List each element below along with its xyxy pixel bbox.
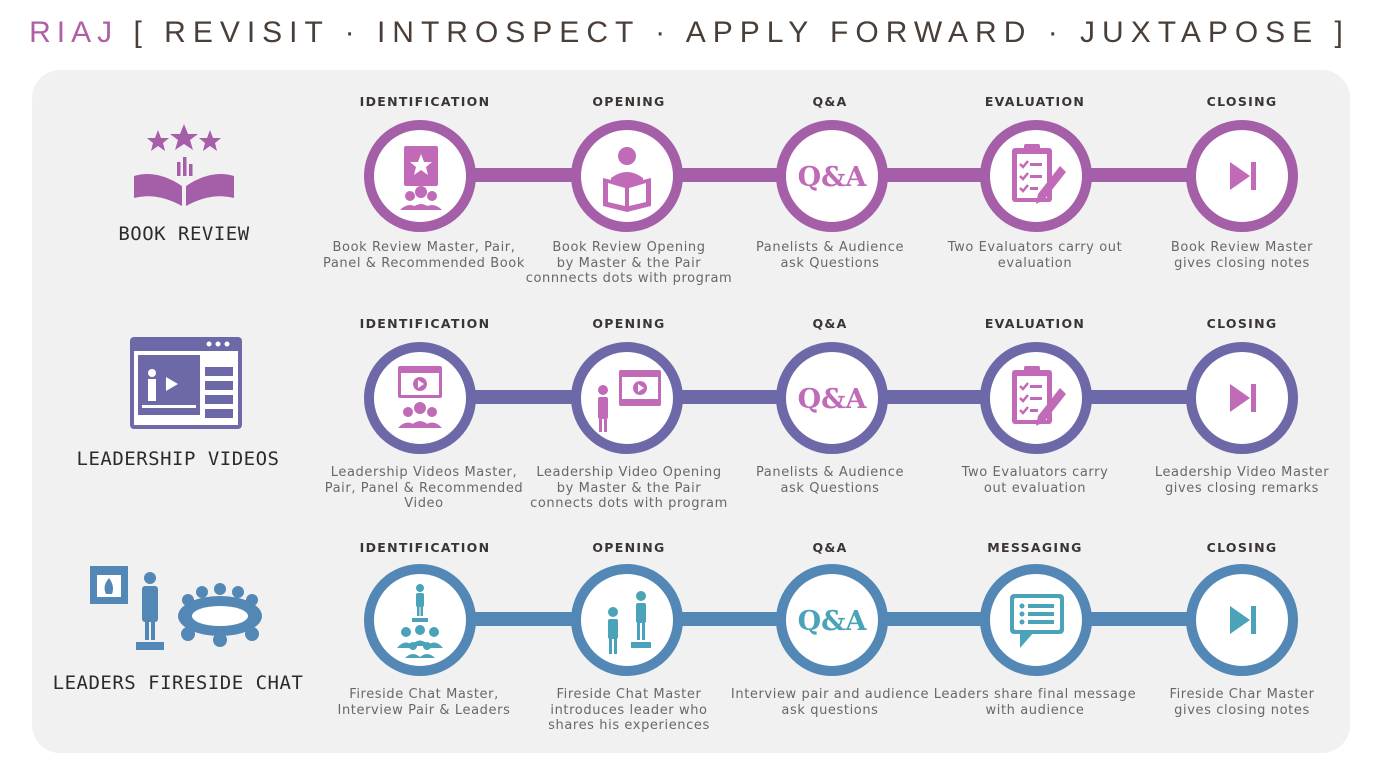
step-head: CLOSING bbox=[1206, 94, 1278, 109]
step-description: Two Evaluators carry out evaluation bbox=[961, 465, 1109, 496]
step-head: Q&A bbox=[812, 316, 848, 331]
step-circle: Q&A bbox=[776, 564, 888, 676]
step-description: Interview pair and audience ask question… bbox=[730, 687, 930, 718]
step-head: OPENING bbox=[592, 94, 666, 109]
step-circle bbox=[980, 342, 1092, 454]
skip-forward-icon bbox=[1230, 606, 1256, 634]
book-audience-icon bbox=[400, 146, 442, 210]
step-description: Panelists & Audience ask Questions bbox=[755, 465, 905, 496]
brand-title: RIAJ bbox=[29, 16, 119, 49]
step-head: EVALUATION bbox=[984, 94, 1086, 109]
speaker-audience-icon bbox=[397, 584, 443, 658]
step-circle bbox=[364, 120, 476, 232]
step-circle bbox=[1186, 120, 1298, 232]
qa-icon: Q&A bbox=[798, 606, 868, 637]
clipboard-pencil-icon bbox=[1012, 144, 1066, 204]
step-circle: Q&A bbox=[776, 342, 888, 454]
step-circle bbox=[571, 564, 683, 676]
video-audience-icon bbox=[398, 366, 442, 428]
step-circle bbox=[571, 120, 683, 232]
qa-icon: Q&A bbox=[798, 162, 868, 193]
open-book-stars-icon bbox=[134, 124, 234, 206]
step-circle bbox=[364, 342, 476, 454]
step-description: Two Evaluators carry out evaluation bbox=[947, 240, 1123, 271]
step-head: IDENTIFICATION bbox=[359, 540, 491, 555]
video-browser-icon bbox=[130, 337, 242, 429]
chat-message-icon bbox=[1010, 594, 1064, 648]
presenter-video-icon bbox=[598, 370, 661, 432]
step-description: Panelists & Audience ask Questions bbox=[755, 240, 905, 271]
step-circle bbox=[1186, 342, 1298, 454]
step-description: Leadership Video Master gives closing re… bbox=[1154, 465, 1330, 496]
step-description: Fireside Chat Master, Interview Pair & L… bbox=[337, 687, 511, 718]
clipboard-pencil-icon bbox=[1012, 366, 1066, 426]
step-head: EVALUATION bbox=[984, 316, 1086, 331]
step-head: CLOSING bbox=[1206, 316, 1278, 331]
step-description: Book Review Opening by Master & the Pair… bbox=[525, 240, 733, 286]
qa-icon-text: Q&A bbox=[798, 162, 868, 193]
step-circle bbox=[571, 342, 683, 454]
step-circle bbox=[364, 564, 476, 676]
qa-icon-text: Q&A bbox=[798, 606, 868, 637]
step-description: Book Review Master, Pair, Panel & Recomm… bbox=[323, 240, 525, 271]
qa-icon: Q&A bbox=[798, 384, 868, 415]
skip-forward-icon bbox=[1230, 162, 1256, 190]
step-circle bbox=[980, 564, 1092, 676]
title-subtitle: [ REVISIT · INTROSPECT · APPLY FORWARD ·… bbox=[133, 16, 1350, 49]
page-title: RIAJ [ REVISIT · INTROSPECT · APPLY FORW… bbox=[0, 16, 1379, 50]
step-description: Fireside Chat Master introduces leader w… bbox=[548, 687, 710, 733]
step-head: CLOSING bbox=[1206, 540, 1278, 555]
step-description: Leaders share final message with audienc… bbox=[933, 687, 1137, 718]
step-circle bbox=[980, 120, 1092, 232]
step-circle bbox=[1186, 564, 1298, 676]
skip-forward-icon bbox=[1230, 384, 1256, 412]
step-head: Q&A bbox=[812, 94, 848, 109]
step-head: Q&A bbox=[812, 540, 848, 555]
step-description: Fireside Char Master gives closing notes bbox=[1169, 687, 1315, 718]
step-description: Leadership Video Opening by Master & the… bbox=[530, 465, 728, 511]
step-circle: Q&A bbox=[776, 120, 888, 232]
step-head: OPENING bbox=[592, 540, 666, 555]
row-label-leaders-fireside-chat: LEADERS FIRESIDE CHAT bbox=[52, 672, 304, 694]
step-head: IDENTIFICATION bbox=[359, 94, 491, 109]
step-head: OPENING bbox=[592, 316, 666, 331]
qa-icon-text: Q&A bbox=[798, 384, 868, 415]
step-description: Book Review Master gives closing notes bbox=[1170, 240, 1314, 271]
two-speakers-icon bbox=[608, 591, 651, 654]
step-description: Leadership Videos Master, Pair, Panel & … bbox=[324, 465, 524, 511]
row-label-book-review: BOOK REVIEW bbox=[118, 223, 250, 245]
row-label-leadership-videos: LEADERSHIP VIDEOS bbox=[76, 448, 280, 470]
step-head: IDENTIFICATION bbox=[359, 316, 491, 331]
step-head: MESSAGING bbox=[987, 540, 1083, 555]
person-reading-icon bbox=[603, 147, 651, 212]
fireside-meeting-icon bbox=[90, 566, 262, 650]
